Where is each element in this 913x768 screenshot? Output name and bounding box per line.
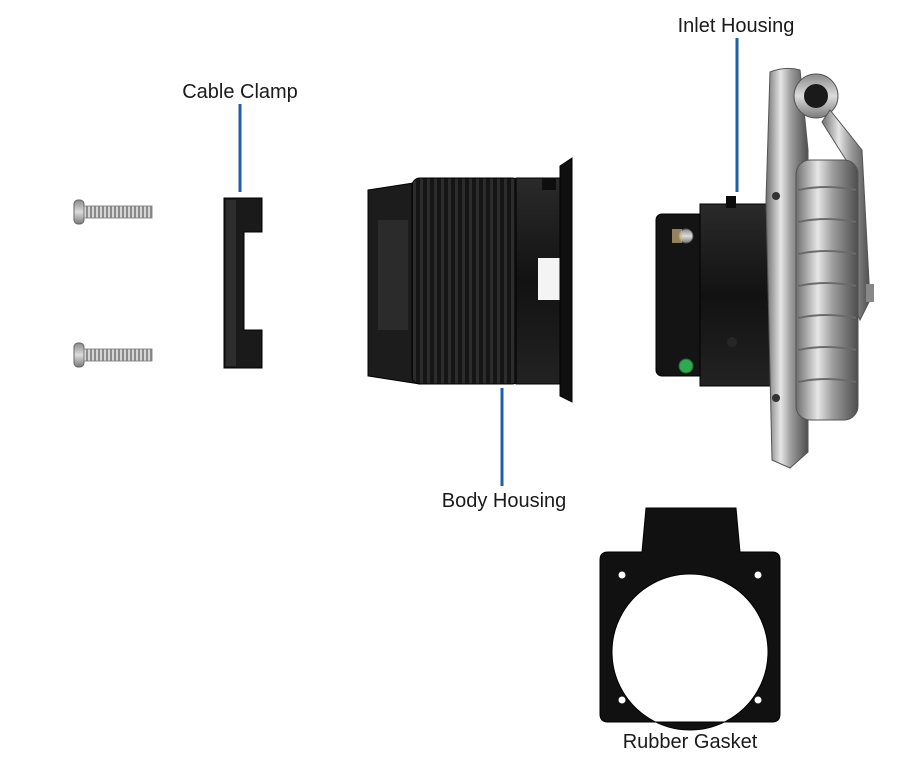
screw-top	[73, 199, 153, 225]
body-housing-label: Body Housing	[442, 490, 567, 512]
rubber-gasket-label: Rubber Gasket	[623, 731, 758, 753]
inlet-housing-part	[655, 67, 874, 469]
cable-clamp-part	[223, 197, 263, 369]
inlet-housing-label: Inlet Housing	[678, 15, 795, 37]
cable-clamp-label: Cable Clamp	[182, 81, 298, 103]
rubber-gasket-part	[599, 507, 781, 731]
screw-bottom	[73, 342, 153, 368]
body-housing-part	[367, 157, 573, 403]
